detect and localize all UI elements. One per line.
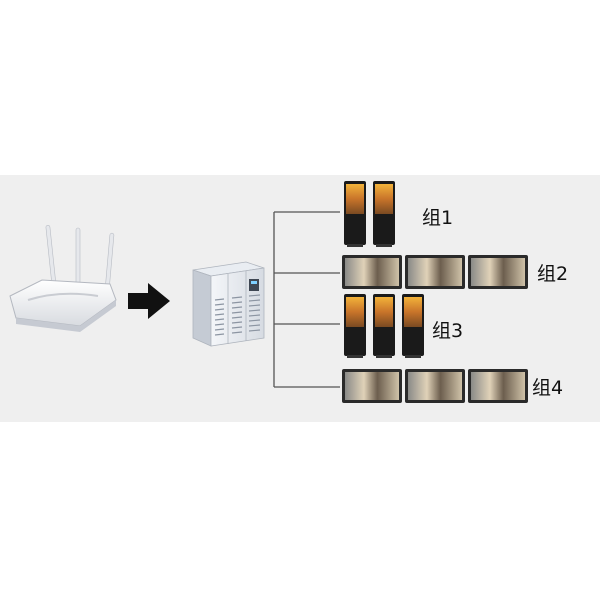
group-4-devices <box>342 369 528 403</box>
group-1-devices <box>344 181 395 247</box>
group-3-label: 组3 <box>432 320 464 342</box>
display-screen-icon <box>342 369 402 403</box>
display-screen-icon <box>405 369 465 403</box>
kiosk-icon <box>402 294 424 358</box>
group-1-label: 组1 <box>422 207 454 229</box>
group-3-devices <box>344 294 424 358</box>
server-cabinet-icon <box>192 261 265 347</box>
kiosk-icon <box>373 294 395 358</box>
display-screen-icon <box>405 255 465 289</box>
connector-lines <box>273 211 340 388</box>
kiosk-icon <box>344 294 366 358</box>
display-screen-icon <box>342 255 402 289</box>
group-2-label: 组2 <box>537 263 569 285</box>
display-screen-icon <box>468 255 528 289</box>
arrow-right-icon <box>128 283 170 319</box>
router-icon <box>9 225 117 332</box>
group-2-devices <box>342 255 528 289</box>
group-4-label: 组4 <box>532 377 564 399</box>
display-screen-icon <box>468 369 528 403</box>
kiosk-icon <box>344 181 366 247</box>
kiosk-icon <box>373 181 395 247</box>
